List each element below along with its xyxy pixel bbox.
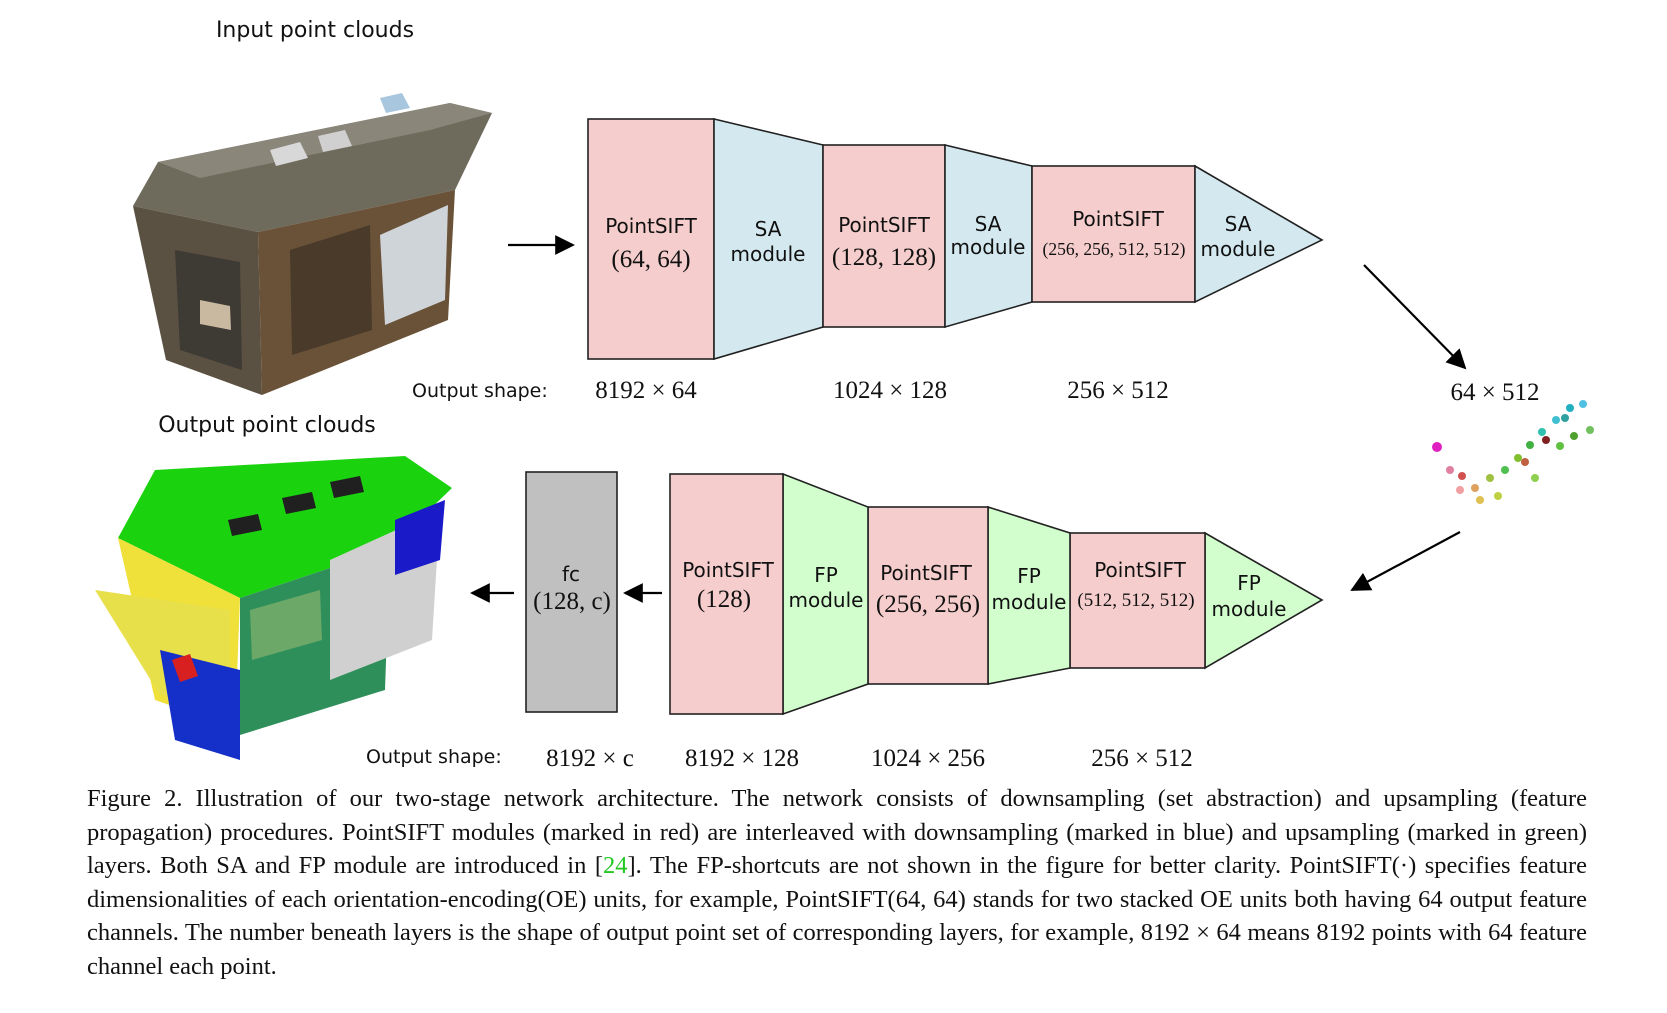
encoder-shape-2: 1024 × 128 [833, 377, 947, 404]
encoder-pointsift-block-1 [587, 118, 715, 360]
decoder-fp-2-line2: module [992, 590, 1067, 614]
encoder-pointsift-2-name: PointSIFT [838, 213, 930, 237]
encoder-shape-3: 256 × 512 [1067, 377, 1169, 404]
encoder-row: PointSIFT (64, 64) SA module PointSIFT (… [412, 117, 1324, 404]
bottleneck-to-decoder-arrow [1350, 531, 1461, 591]
decoder-fp-1-line1: FP [814, 563, 838, 587]
decoder-fp-3-line1: FP [1237, 571, 1261, 595]
caption-part-1: Figure 2. Illustration of our two-stage … [87, 785, 1587, 879]
fc-layer-block [525, 471, 618, 713]
encoder-sa-3-line1: SA [1225, 212, 1252, 236]
encoder-shape-1: 8192 × 64 [595, 377, 697, 404]
fc-dims: (128, c) [533, 588, 611, 615]
citation-link[interactable]: 24 [603, 852, 628, 879]
encoder-pointsift-3-dims: (256, 256, 512, 512) [1043, 239, 1186, 259]
encoder-pointsift-3-name: PointSIFT [1072, 207, 1164, 231]
decoder-pointsift-block-2 [867, 506, 989, 685]
encoder-pointsift-2-dims: (128, 128) [832, 244, 936, 271]
decoder-pointsift-2-dims: (256, 256) [876, 591, 980, 618]
decoder-shape-1: 8192 × 128 [685, 745, 799, 772]
decoder-shape-3: 256 × 512 [1091, 745, 1193, 772]
fc-name: fc [562, 562, 580, 586]
decoder-pointsift-block-1 [669, 473, 784, 715]
bottleneck-shape: 64 × 512 [1450, 379, 1539, 406]
encoder-sa-2-line1: SA [975, 212, 1002, 236]
input-point-cloud-image [133, 93, 492, 395]
decoder-pointsift-block-3 [1069, 532, 1206, 669]
decoder-pointsift-1-dims: (128) [697, 586, 751, 613]
encoder-sa-2-line2: module [951, 235, 1026, 259]
encoder-pointsift-1-dims: (64, 64) [611, 246, 690, 273]
figure-caption: Figure 2. Illustration of our two-stage … [87, 782, 1587, 983]
encoder-output-shape-label: Output shape: [412, 380, 548, 402]
decoder-shape-2: 1024 × 256 [871, 745, 985, 772]
decoder-output-shape-label: Output shape: [366, 746, 502, 768]
encoder-pointsift-1-name: PointSIFT [605, 214, 697, 238]
caption-part-2: ]. The FP-shortcuts are not shown in the… [627, 852, 1290, 879]
decoder-pointsift-1-name: PointSIFT [682, 558, 774, 582]
encoder-to-bottleneck-arrow [1363, 264, 1467, 370]
decoder-fp-2-line1: FP [1017, 564, 1041, 588]
encoder-sa-3-line2: module [1201, 237, 1276, 261]
encoder-pointsift-block-2 [822, 144, 946, 328]
bottleneck-points-image [1432, 400, 1594, 504]
decoder-pointsift-3-name: PointSIFT [1094, 558, 1186, 582]
output-title: Output point clouds [158, 413, 376, 438]
output-point-cloud-image [95, 456, 452, 760]
decoder-pointsift-2-name: PointSIFT [880, 561, 972, 585]
decoder-fp-1-line2: module [789, 588, 864, 612]
caption-part-3: PointSIFT(·) specifies feature dimension… [87, 852, 1587, 980]
encoder-sa-1-line2: module [731, 242, 806, 266]
decoder-shape-fc: 8192 × c [546, 745, 634, 772]
decoder-pointsift-3-dims: (512, 512, 512) [1077, 590, 1194, 611]
input-title: Input point clouds [216, 18, 414, 43]
decoder-fp-3-line2: module [1212, 597, 1287, 621]
decoder-row: FP module PointSIFT (512, 512, 512) FP m… [366, 471, 1324, 772]
encoder-pointsift-block-3 [1031, 165, 1196, 303]
encoder-sa-1-line1: SA [755, 217, 782, 241]
encoder-sa-module-3 [1194, 164, 1324, 304]
